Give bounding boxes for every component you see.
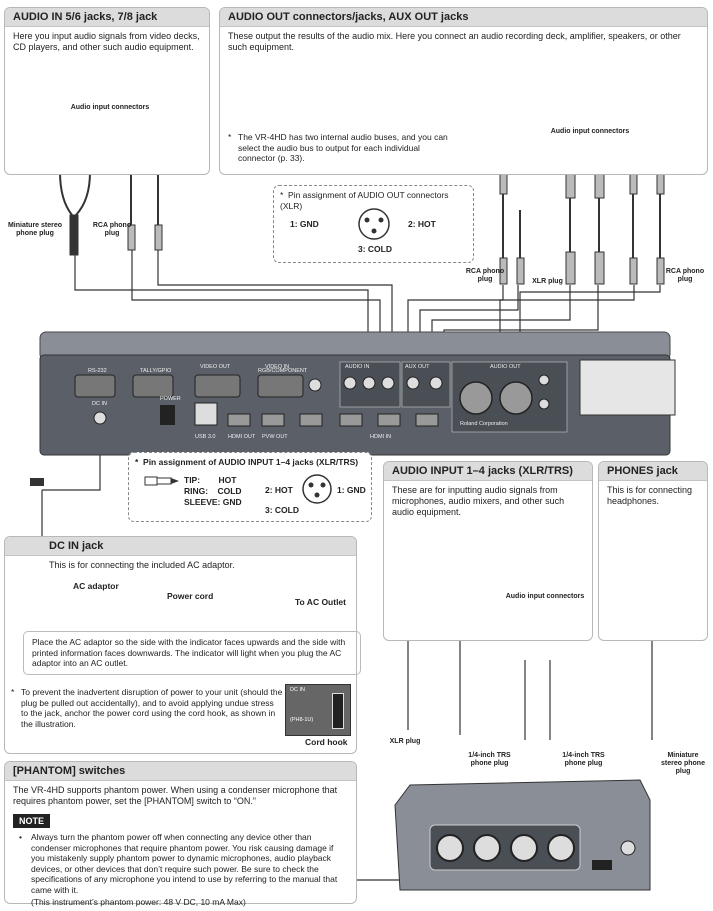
audio-out-connectors-label: Audio input connectors bbox=[550, 128, 630, 135]
note-badge: NOTE bbox=[13, 814, 51, 828]
xlr-in-pin-title: * Pin assignment of AUDIO INPUT 1–4 jack… bbox=[135, 457, 359, 467]
audio-out-rca-right-label: RCA phono plug bbox=[665, 268, 705, 283]
cord-hook-icon bbox=[332, 693, 344, 729]
cord-hook-label: Cord hook bbox=[305, 737, 348, 747]
dc-plug-icon bbox=[30, 478, 44, 486]
ac-adaptor-label: AC adaptor bbox=[73, 581, 119, 591]
cord-hook-illustration: DC IN (PH8-1U) bbox=[285, 684, 351, 736]
audio-in-rca-plug-label: RCA phono plug bbox=[92, 222, 132, 237]
audio-in-mini-plug-label: Miniature stereo phone plug bbox=[7, 222, 63, 237]
cord-hook-dcin-label: DC IN bbox=[290, 687, 305, 693]
audio-out-note: *The VR-4HD has two internal audio buses… bbox=[228, 132, 448, 163]
device-label-roland: Roland Corporation bbox=[460, 421, 508, 427]
device-label-usb: USB 3.0 bbox=[195, 434, 215, 440]
xlr-out-pin-title: * Pin assignment of AUDIO OUT connectors… bbox=[280, 190, 449, 211]
audio-input-trs-label-1: 1/4-inch TRS phone plug bbox=[468, 752, 511, 767]
xlr-in-pin-icon bbox=[302, 474, 332, 504]
trs-ring-value: COLD bbox=[217, 486, 242, 496]
device-label-hdmi-in: HDMI IN bbox=[370, 434, 391, 440]
device-label-aux-out: AUX OUT bbox=[405, 364, 430, 370]
dc-in-text: This is for connecting the included AC a… bbox=[49, 560, 235, 570]
cord-hook-dcin-sub: (PH8-1U) bbox=[290, 717, 314, 723]
audio-in-connectors-label: Audio input connectors bbox=[70, 104, 150, 111]
phones-title: PHONES jack bbox=[599, 462, 707, 481]
device-label-video-out: VIDEO OUT bbox=[200, 364, 231, 370]
device-label-tally: TALLY/GPIO bbox=[140, 368, 172, 374]
trs-plug-icon bbox=[144, 476, 179, 486]
xlr-in-gnd: 1: GND bbox=[337, 485, 366, 495]
dc-in-note: *To prevent the inadvertent disruption o… bbox=[11, 687, 283, 729]
phones-text: This is for connecting headphones. bbox=[607, 485, 693, 506]
phantom-note: •Always turn the phantom power off when … bbox=[19, 832, 338, 895]
phantom-title: [PHANTOM] switches bbox=[5, 762, 356, 781]
device-label-rgb: RGB/COMPONENT bbox=[258, 368, 308, 374]
xlr-pin-icon bbox=[358, 208, 390, 240]
rear-panel-device bbox=[39, 331, 676, 456]
phones-panel: PHONES jack This is for connecting headp… bbox=[598, 461, 708, 641]
audio-input-connectors-label: Audio input connectors bbox=[505, 593, 585, 600]
audio-out-xlr-label: XLR plug bbox=[532, 278, 563, 285]
device-label-rs232: RS-232 bbox=[88, 368, 107, 374]
audio-in-title: AUDIO IN 5/6 jacks, 7/8 jack bbox=[5, 8, 209, 27]
device-label-audio-in: AUDIO IN bbox=[345, 364, 369, 370]
xlr-out-pin-box: * Pin assignment of AUDIO OUT connectors… bbox=[273, 185, 474, 263]
xlr-out-hot: 2: HOT bbox=[408, 219, 436, 229]
audio-out-title: AUDIO OUT connectors/jacks, AUX OUT jack… bbox=[220, 8, 707, 27]
audio-input-text: These are for inputting audio signals fr… bbox=[392, 485, 565, 517]
dc-in-info: Place the AC adaptor so the side with th… bbox=[23, 631, 361, 675]
trs-sleeve: SLEEVE: GND bbox=[184, 497, 242, 507]
trs-ring-label: RING: bbox=[184, 486, 209, 496]
audio-out-text: These output the results of the audio mi… bbox=[228, 31, 681, 52]
audio-out-panel: AUDIO OUT connectors/jacks, AUX OUT jack… bbox=[219, 7, 708, 175]
xlr-in-hot: 2: HOT bbox=[265, 485, 293, 495]
front-panel-unit bbox=[394, 779, 651, 891]
xlr-out-gnd: 1: GND bbox=[290, 219, 319, 229]
audio-in-text: Here you input audio signals from video … bbox=[13, 31, 200, 52]
device-label-video-in: VIDEO IN bbox=[265, 364, 289, 370]
phantom-text: The VR-4HD supports phantom power. When … bbox=[13, 785, 338, 806]
dc-in-title: DC IN jack bbox=[5, 537, 356, 556]
device-label-pvw-out: PVW OUT bbox=[262, 434, 288, 440]
trs-tip-value: HOT bbox=[218, 475, 237, 485]
audio-input-trs-label-2: 1/4-inch TRS phone plug bbox=[562, 752, 605, 767]
device-label-hdmi-out: HDMI OUT bbox=[228, 434, 256, 440]
xlr-in-cold: 3: COLD bbox=[265, 505, 299, 515]
power-cord-label: Power cord bbox=[167, 591, 214, 601]
device-label-audio-out: AUDIO OUT bbox=[490, 364, 521, 370]
dc-in-panel: DC IN jack This is for connecting the in… bbox=[4, 536, 361, 754]
audio-input-xlr-label: XLR plug bbox=[389, 738, 421, 745]
audio-in-panel: AUDIO IN 5/6 jacks, 7/8 jack Here you in… bbox=[4, 7, 210, 175]
xlr-out-cold: 3: COLD bbox=[358, 244, 392, 254]
phantom-spec: (This instrument’s phantom power: 48 V D… bbox=[31, 897, 246, 907]
phantom-panel: [PHANTOM] switches The VR-4HD supports p… bbox=[4, 761, 357, 907]
to-ac-outlet-label: To AC Outlet bbox=[295, 597, 346, 607]
phones-mini-plug-label: Miniature stereo phone plug bbox=[661, 752, 705, 775]
audio-out-rca-left-label: RCA phono plug bbox=[465, 268, 505, 283]
device-label-dc-in: DC IN bbox=[92, 401, 107, 407]
xlr-in-pin-box: * Pin assignment of AUDIO INPUT 1–4 jack… bbox=[128, 452, 372, 522]
audio-input-panel: AUDIO INPUT 1–4 jacks (XLR/TRS) These ar… bbox=[383, 461, 593, 641]
device-label-power: POWER bbox=[160, 396, 181, 402]
trs-tip-label: TIP: bbox=[184, 475, 201, 485]
audio-input-title: AUDIO INPUT 1–4 jacks (XLR/TRS) bbox=[384, 462, 592, 481]
